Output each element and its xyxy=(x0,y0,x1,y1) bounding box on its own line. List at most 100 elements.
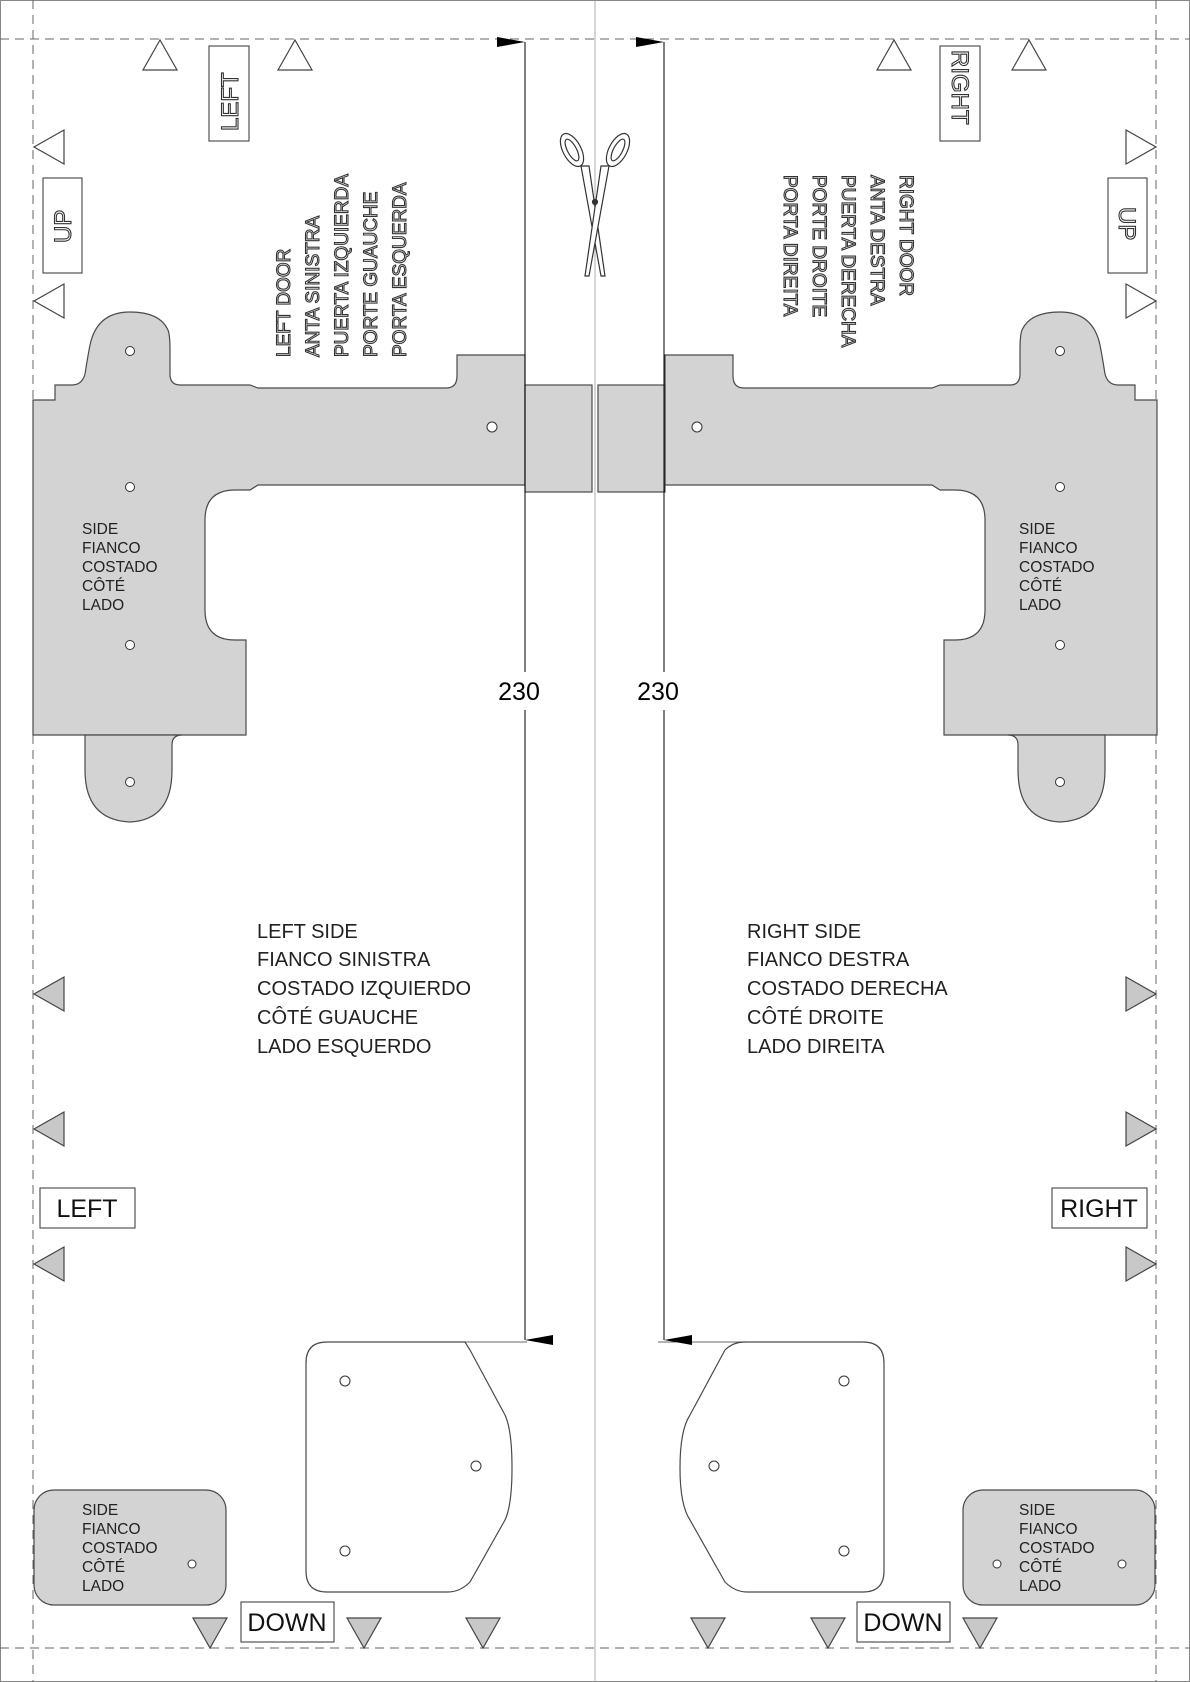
triangle-arrow-icon xyxy=(276,38,314,71)
triangle-arrow-icon xyxy=(1125,1110,1158,1148)
hole xyxy=(1055,482,1065,492)
door-label-line: PUERTA DERECHA xyxy=(837,175,858,348)
side-label-line: CÔTÉ xyxy=(82,1559,125,1576)
side-label-line: COSTADO xyxy=(1019,559,1095,576)
left-hinge-strip xyxy=(524,384,593,493)
scissors-icon xyxy=(559,132,631,277)
left-door-text: LEFT DOOR ANTA SINISTRA PUERTA IZQUIERDA… xyxy=(273,173,411,357)
side-label-line: SIDE xyxy=(82,1502,118,1519)
side-label-line: LADO xyxy=(82,597,124,614)
left-side-label-line: CÔTÉ GUAUCHE xyxy=(257,1006,418,1029)
right-tag-mid xyxy=(1051,1187,1148,1229)
door-label-line: LEFT DOOR xyxy=(274,249,295,357)
dimension-label-bg xyxy=(628,672,686,710)
triangle-arrow-icon xyxy=(875,38,913,71)
door-label-line: ANTA SINISTRA xyxy=(303,216,324,357)
triangle-arrow-icon xyxy=(809,1617,847,1650)
right-side-piece xyxy=(664,311,1158,736)
dimension-label: 230 xyxy=(637,678,679,706)
left-tag-top-text: LEFT xyxy=(217,72,244,131)
left-side-label-line: COSTADO IZQUIERDO xyxy=(257,978,471,1000)
left-door-piece xyxy=(305,1341,513,1593)
hole xyxy=(1055,777,1065,787)
left-tag-mid-text: LEFT xyxy=(56,1195,117,1223)
triangle-arrow-icon xyxy=(961,1617,999,1650)
dimension-label: 230 xyxy=(498,678,540,706)
side-label-line: CÔTÉ xyxy=(1019,1559,1062,1576)
left-side-label-line: FIANCO SINISTRA xyxy=(257,949,431,971)
hole xyxy=(1055,346,1065,356)
side-label-line: FIANCO xyxy=(82,540,141,557)
triangle-arrow-icon xyxy=(141,38,179,71)
right-half: SIDE FIANCO COSTADO CÔTÉ LADO SIDE FIANC… xyxy=(597,37,1158,1650)
side-label-line: LADO xyxy=(1019,1578,1061,1595)
triangle-arrow-icon xyxy=(32,975,65,1013)
hole xyxy=(125,640,135,650)
side-label-line: COSTADO xyxy=(1019,1540,1095,1557)
side-label-line: FIANCO xyxy=(82,1521,141,1538)
hole xyxy=(125,346,135,356)
hole xyxy=(470,1460,482,1472)
side-label-line: LADO xyxy=(1019,597,1061,614)
triangle-arrow-icon xyxy=(1125,975,1158,1013)
right-door-piece xyxy=(679,1341,885,1593)
right-hinge-strip xyxy=(597,384,666,493)
door-label-line: ANTA DESTRA xyxy=(866,175,887,306)
hole xyxy=(187,1559,197,1569)
hole xyxy=(1055,640,1065,650)
left-small-side-piece xyxy=(33,1489,227,1606)
right-tag-top xyxy=(939,45,981,142)
triangle-arrow-icon xyxy=(32,1110,65,1148)
right-side-label-line: FIANCO DESTRA xyxy=(747,949,910,971)
side-label-line: SIDE xyxy=(1019,1502,1055,1519)
side-label-line: COSTADO xyxy=(82,559,158,576)
up-tag-right xyxy=(1107,177,1148,274)
side-label-line: SIDE xyxy=(1019,521,1055,538)
side-label-line: SIDE xyxy=(82,521,118,538)
side-label-line: COSTADO xyxy=(82,1540,158,1557)
left-tag-mid xyxy=(39,1187,136,1229)
up-tag-left-text: UP xyxy=(50,210,77,243)
hole xyxy=(339,1375,351,1387)
hole xyxy=(125,777,135,787)
hole xyxy=(691,421,703,433)
door-label-line: PORTA DIREITA xyxy=(779,175,800,317)
right-tag-top-text: RIGHT xyxy=(946,50,973,125)
door-label-line: RIGHT DOOR xyxy=(895,175,916,296)
triangle-arrow-icon xyxy=(689,1617,727,1650)
down-tag-left xyxy=(240,1601,335,1643)
down-tag-right xyxy=(856,1601,951,1643)
triangle-arrow-icon xyxy=(191,1617,229,1650)
right-side-label-line: LADO DIREITA xyxy=(747,1036,885,1058)
left-side-piece xyxy=(32,311,526,736)
door-label-line: PORTA ESQUERDA xyxy=(390,182,411,357)
hole xyxy=(838,1375,850,1387)
right-side-label-line: RIGHT SIDE xyxy=(747,921,861,943)
triangle-arrow-icon xyxy=(32,1245,65,1283)
hole xyxy=(125,482,135,492)
side-label-line: CÔTÉ xyxy=(1019,578,1062,595)
triangle-arrow-icon xyxy=(32,282,65,320)
side-label-line: LADO xyxy=(82,1578,124,1595)
left-side-label-line: LEFT SIDE xyxy=(257,921,358,943)
door-label-line: PORTE DROITE xyxy=(808,175,829,317)
down-tag-left-text: DOWN xyxy=(247,1609,326,1637)
left-tag-top xyxy=(208,45,250,142)
dimension-label-bg xyxy=(486,672,544,710)
hole xyxy=(838,1545,850,1557)
triangle-arrow-icon xyxy=(345,1617,383,1650)
triangle-arrow-icon xyxy=(32,128,65,166)
side-label-line: CÔTÉ xyxy=(82,578,125,595)
hole xyxy=(339,1545,351,1557)
right-side-label-line: CÔTÉ DROITE xyxy=(747,1006,884,1029)
right-tag-mid-text: RIGHT xyxy=(1060,1195,1138,1223)
triangle-arrow-icon xyxy=(1125,1245,1158,1283)
hole xyxy=(992,1559,1002,1569)
up-tag-right-text: UP xyxy=(1113,207,1140,240)
left-half: SIDE FIANCO COSTADO CÔTÉ LADO SIDE FIANC… xyxy=(32,37,593,1650)
side-label-line: FIANCO xyxy=(1019,1521,1078,1538)
triangle-arrow-icon xyxy=(1010,38,1048,71)
right-door-text: RIGHT DOOR ANTA DESTRA PUERTA DERECHA PO… xyxy=(778,174,916,348)
triangle-arrow-icon xyxy=(464,1617,502,1650)
